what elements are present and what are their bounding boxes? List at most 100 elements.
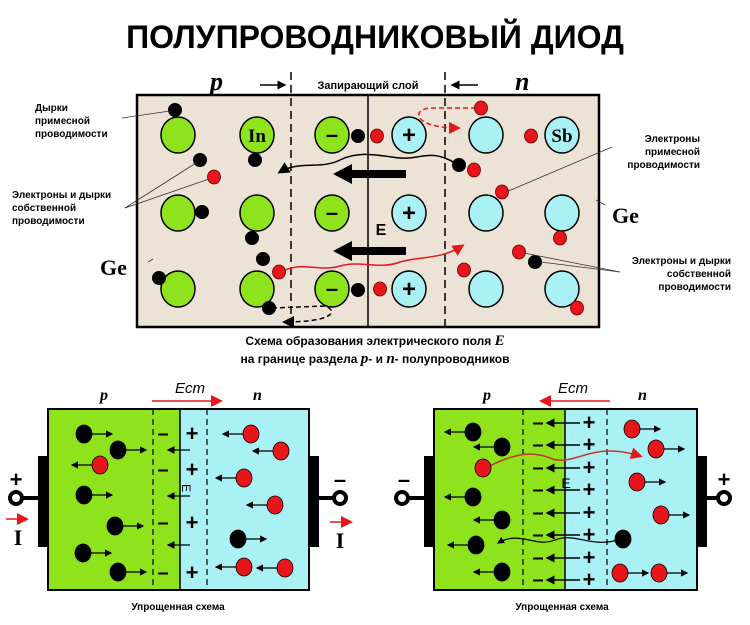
hole <box>109 440 127 460</box>
bl-current-left: I <box>14 525 23 550</box>
electron <box>235 557 253 577</box>
electron <box>512 244 526 260</box>
hole <box>493 562 511 582</box>
positive-charge-sign: + <box>186 560 199 585</box>
electron <box>611 563 629 583</box>
positive-charge-sign: + <box>583 432 596 457</box>
positive-charge-sign: + <box>583 410 596 435</box>
br-inner-field: E <box>561 475 570 491</box>
caption-line-2: на границе раздела p- и n- полупроводник… <box>240 351 509 367</box>
indium-label: In <box>248 126 266 147</box>
antimony-label: Sb <box>551 126 572 147</box>
p-region-label: p <box>208 67 223 96</box>
hole <box>256 252 270 266</box>
donor-atom <box>391 194 427 232</box>
caption-line-1: Схема образования электрического поля E <box>245 333 504 349</box>
hole <box>75 424 93 444</box>
electron <box>91 455 109 475</box>
br-field-label: Eст <box>558 380 588 397</box>
reverse-bias-diagram: p n Eст E –+–+–+–+–+–+–+–+ – + Упрощенна… <box>394 380 732 613</box>
acceptor-atom <box>314 270 350 308</box>
bl-right-electrode <box>309 456 319 547</box>
electron <box>553 230 567 246</box>
field-arrow-upper <box>333 164 406 184</box>
atoms <box>160 116 580 308</box>
br-terminal-left-sign: – <box>398 467 410 492</box>
hole <box>614 529 632 549</box>
field-arrow-lower <box>333 241 406 261</box>
positive-charge-sign: + <box>583 500 596 525</box>
br-n-label: n <box>638 387 647 404</box>
negative-charge-sign: – <box>157 512 168 534</box>
electron <box>652 505 670 525</box>
acceptor-atom <box>239 194 275 232</box>
electron <box>495 184 509 200</box>
electron <box>650 563 668 583</box>
hole <box>467 535 485 555</box>
negative-ion-sign: – <box>326 276 338 301</box>
bl-field-label: Eст <box>175 380 205 397</box>
hole <box>193 153 207 167</box>
positive-charge-sign: + <box>583 455 596 480</box>
hole <box>493 437 511 457</box>
donor-atom <box>468 116 504 154</box>
negative-charge-sign: – <box>532 434 543 456</box>
germanium-label-left: Ge <box>100 255 127 280</box>
br-electron-trajectory <box>485 447 643 469</box>
br-terminal-right <box>716 490 732 506</box>
hole <box>229 529 247 549</box>
field-label: E <box>376 222 387 239</box>
hole <box>464 487 482 507</box>
negative-charge-sign: – <box>157 562 168 584</box>
hole <box>493 510 511 530</box>
negative-charge-sign: – <box>532 502 543 524</box>
positive-charge-sign: + <box>583 522 596 547</box>
hole <box>262 301 276 315</box>
bl-current-right: I <box>336 528 345 553</box>
donor-atom <box>391 116 427 154</box>
br-n-region <box>565 409 697 590</box>
hole <box>152 271 166 285</box>
positive-ion-sign: + <box>402 122 416 149</box>
positive-charge-sign: + <box>186 510 199 535</box>
donor-atom <box>468 194 504 232</box>
br-hole-trajectory <box>496 536 619 544</box>
positive-charge-sign: + <box>583 567 596 592</box>
negative-charge-sign: – <box>157 423 168 445</box>
electron <box>474 100 488 116</box>
electron <box>457 262 471 278</box>
hole <box>245 231 259 245</box>
electron <box>272 441 290 461</box>
bl-terminal-left <box>8 490 24 506</box>
positive-charge-sign: + <box>583 477 596 502</box>
bl-inner-field: E <box>179 484 193 492</box>
negative-charge-sign: – <box>532 457 543 479</box>
electron <box>242 424 260 444</box>
br-right-electrode <box>697 456 707 547</box>
bl-terminal-right-sign: – <box>334 467 346 492</box>
br-p-region <box>434 409 565 590</box>
n-region-label: n <box>515 67 529 96</box>
electron-recombination-path <box>418 107 476 134</box>
negative-ion-sign: – <box>326 122 338 147</box>
hole <box>351 129 365 143</box>
br-p-label: p <box>481 387 491 404</box>
hole <box>351 283 365 297</box>
electron <box>207 169 221 185</box>
hole <box>195 205 209 219</box>
electron <box>235 468 253 488</box>
donor-atom <box>544 116 580 154</box>
bl-n-label: n <box>253 387 262 404</box>
electron <box>474 458 492 478</box>
acceptor-atom <box>239 116 275 154</box>
acceptor-atom <box>314 194 350 232</box>
br-caption: Упрощенная схема <box>515 602 609 613</box>
bl-terminal-right <box>332 490 348 506</box>
bl-p-label: p <box>98 387 108 404</box>
top-diagram: p n Запирающий слой In Sb –+–+–+ E <box>12 67 731 367</box>
positive-charge-sign: + <box>583 545 596 570</box>
bl-p-region <box>48 409 180 590</box>
